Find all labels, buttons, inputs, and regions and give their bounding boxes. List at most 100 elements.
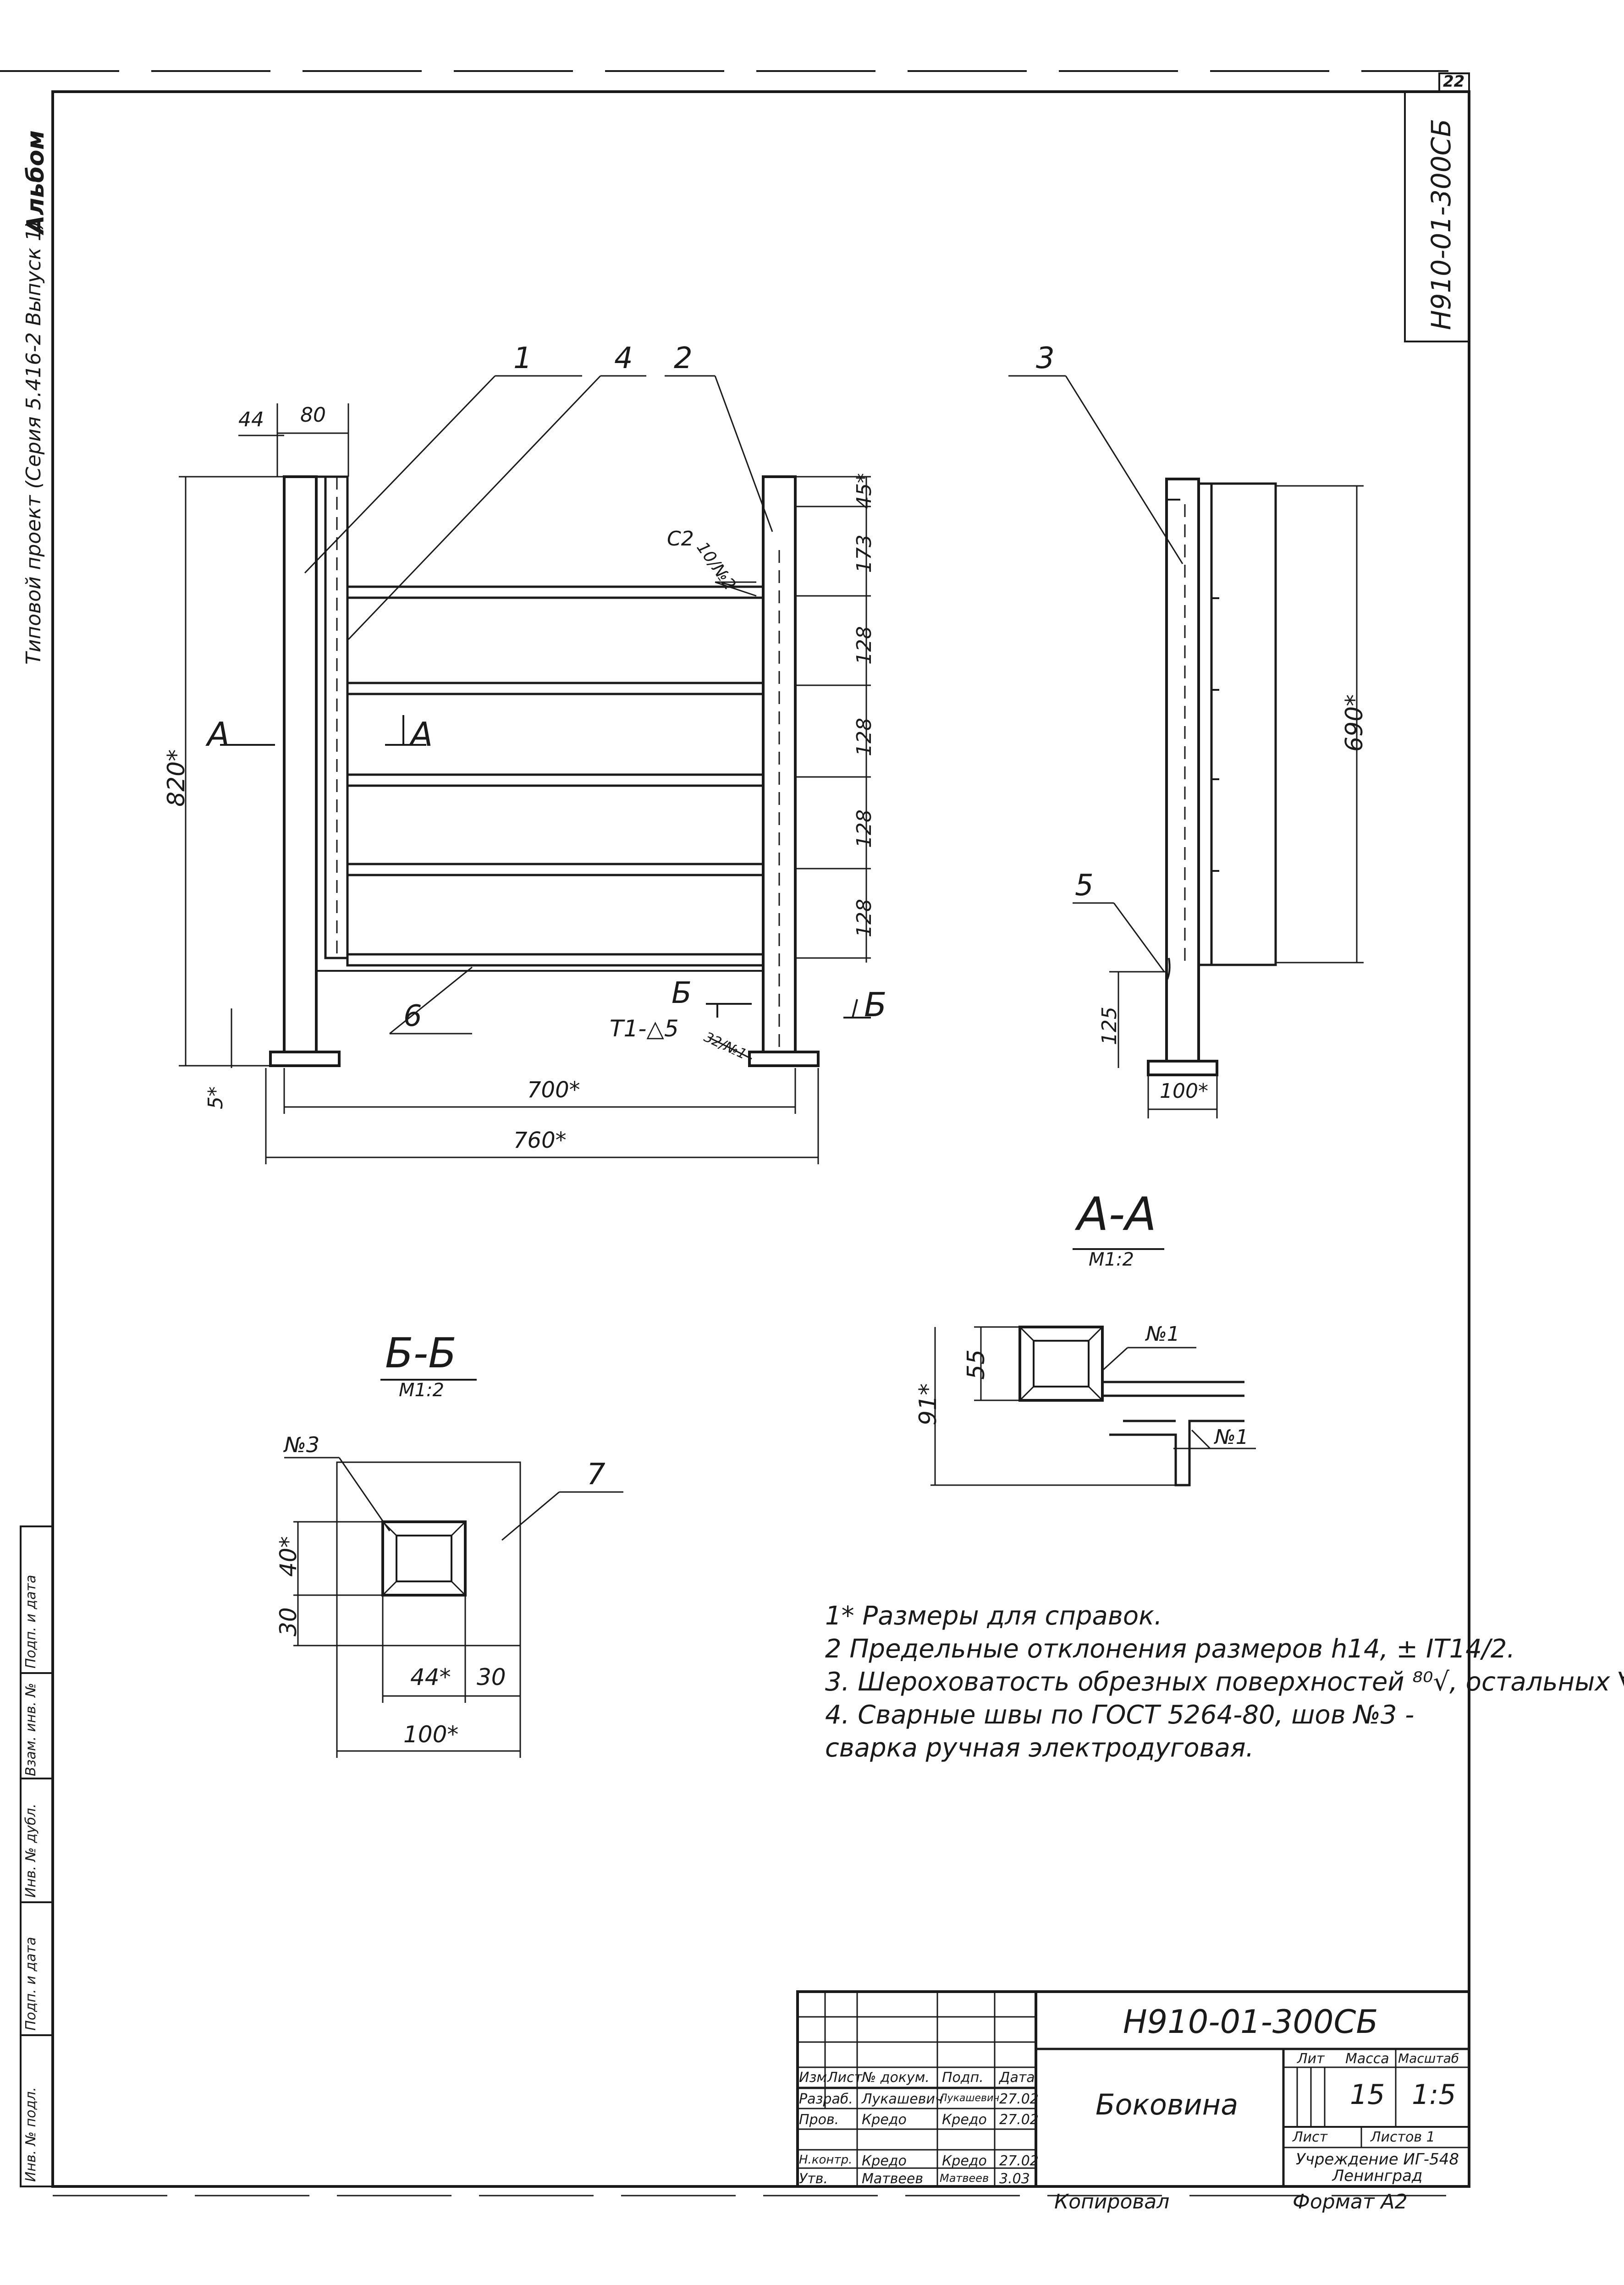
tb-r3-name: Кредо [862, 2153, 907, 2169]
tb-r2-role: Пров. [799, 2112, 839, 2128]
doc-code-vertical: Н910-01-300СБ [1426, 119, 1457, 330]
tb-head-list: Лист [827, 2070, 863, 2086]
section-aa-scale: М1:2 [1089, 1249, 1134, 1270]
dim-45: 45* [853, 473, 876, 509]
tb-r4-sign: Матвеев [940, 2172, 989, 2185]
tb-r2-sign: Кредо [942, 2112, 987, 2128]
leader-2: 2 [674, 341, 693, 375]
dim-44: 44 [238, 408, 264, 431]
tb-r3-sign: Кредо [942, 2153, 987, 2169]
weld-aa-n1-bottom: №1 [1215, 1426, 1249, 1449]
weld-bb-n3: №3 [284, 1432, 320, 1457]
side-view [1008, 375, 1364, 1118]
tb-r4-name: Матвеев [862, 2171, 924, 2187]
side-dimensions [1109, 485, 1364, 1118]
dim-760: 760* [513, 1128, 567, 1153]
stamp-col-2: Взам. инв. № [23, 1683, 39, 1776]
tb-head-sign: Подп. [942, 2070, 984, 2086]
tb-r2-date: 27.02 [999, 2112, 1039, 2128]
section-letter-b-left: Б [672, 976, 692, 1010]
leader-5: 5 [1075, 869, 1094, 903]
tb-r3-role: Н.контр. [799, 2153, 853, 2167]
section-letter-a-left: А [207, 715, 230, 754]
tb-org: Учреждение ИГ-548 Ленинград [1296, 2150, 1459, 2185]
dim-30-h: 30 [477, 1664, 506, 1690]
leader-6: 6 [403, 999, 422, 1033]
stamp-col-4: Подп. и дата [23, 1937, 39, 2031]
tb-code: Н910-01-300СБ [1123, 2003, 1378, 2041]
tb-mass-head: Масса [1345, 2051, 1389, 2067]
note-1: 1* Размеры для справок. [825, 1601, 1162, 1631]
tb-r3-date: 27.02 [999, 2153, 1039, 2169]
tb-mass: 15 [1350, 2079, 1385, 2111]
dim-5: 5* [204, 1086, 227, 1109]
tb-r4-date: 3.03 [999, 2171, 1030, 2187]
sheet-frame [0, 70, 1470, 2197]
dim-100-bb: 100* [403, 1721, 459, 1748]
dim-55: 55 [963, 1349, 990, 1380]
weld-c2: С2 [667, 527, 694, 551]
tb-lit: Лит [1297, 2051, 1325, 2067]
tb-sheet: Лист [1293, 2129, 1328, 2145]
tb-r4-role: Утв. [799, 2171, 828, 2187]
tb-scale: 1:5 [1412, 2079, 1456, 2111]
tb-head-izm: Изм [799, 2070, 827, 2086]
dim-128-b: 128 [853, 718, 876, 756]
section-bb [284, 1379, 623, 1758]
note-2: 2 Предельные отклонения размеров h14, ± … [825, 1634, 1515, 1664]
leader-1: 1 [513, 341, 532, 375]
section-aa-title: А-А [1077, 1187, 1156, 1241]
front-view [179, 375, 871, 1164]
sheet-number: 22 [1443, 72, 1465, 91]
tb-sheets: Листов 1 [1371, 2129, 1435, 2145]
section-aa [930, 1248, 1256, 1487]
dim-80: 80 [300, 403, 326, 427]
dim-125: 125 [1098, 1007, 1121, 1045]
dim-700: 700* [527, 1077, 580, 1103]
front-rails [316, 585, 765, 972]
note-3: 3. Шероховатость обрезных поверхностей ⁸… [825, 1667, 1624, 1697]
tb-name: Боковина [1096, 2088, 1239, 2121]
section-letter-b-right: Б [864, 986, 887, 1024]
stamp-col-3: Инв. № дубл. [23, 1803, 39, 1898]
left-stamp-column [20, 1525, 54, 2187]
album-label: Альбом [22, 130, 50, 234]
tb-r1-name: Лукашевич [862, 2091, 943, 2107]
dim-690: 690* [1341, 694, 1368, 752]
dim-44-h: 44* [410, 1664, 451, 1690]
tb-scale-head: Масштаб [1398, 2051, 1459, 2066]
leader-4: 4 [614, 341, 633, 375]
tb-head-doc: № докум. [862, 2070, 930, 2086]
copied-by: Копировал [1054, 2190, 1170, 2213]
project-label: Типовой проект (Серия 5.416-2 Выпуск 1) [22, 220, 45, 665]
dim-128-c: 128 [853, 809, 876, 848]
dim-173: 173 [853, 534, 876, 573]
leader-7: 7 [587, 1458, 606, 1492]
section-bb-scale: М1:2 [399, 1380, 444, 1401]
dim-128-a: 128 [853, 626, 876, 665]
weld-t1: Т1-△5 [610, 1015, 679, 1042]
dim-30-v: 30 [275, 1607, 302, 1636]
dim-100-side: 100* [1160, 1079, 1208, 1103]
tb-r1-date: 27.02 [999, 2091, 1039, 2107]
section-letter-a-right: А [410, 715, 433, 754]
note-4: 4. Сварные швы по ГОСТ 5264-80, шов №3 -… [825, 1700, 1415, 1763]
technical-notes: 1* Размеры для справок. 2 Предельные отк… [825, 1600, 1624, 1765]
tb-head-date: Дата [999, 2070, 1035, 2086]
paper-format: Формат А2 [1293, 2190, 1408, 2213]
dim-820: 820* [163, 749, 190, 807]
tb-r2-name: Кредо [862, 2112, 907, 2128]
dim-91: 91* [914, 1383, 942, 1426]
stamp-col-1: Подп. и дата [23, 1575, 39, 1668]
title-block [796, 1990, 1470, 2188]
section-bb-title: Б-Б [385, 1329, 457, 1377]
front-dimensions [179, 403, 871, 1164]
stamp-col-5: Инв. № подл. [23, 2087, 39, 2182]
weld-aa-n1-top: №1 [1146, 1322, 1180, 1346]
dim-128-d: 128 [853, 899, 876, 937]
dim-40: 40* [275, 1536, 302, 1577]
leader-3: 3 [1036, 341, 1055, 375]
tb-r1-role: Разраб. [799, 2091, 853, 2107]
tb-r1-sign: Лукашевич [940, 2092, 1000, 2104]
